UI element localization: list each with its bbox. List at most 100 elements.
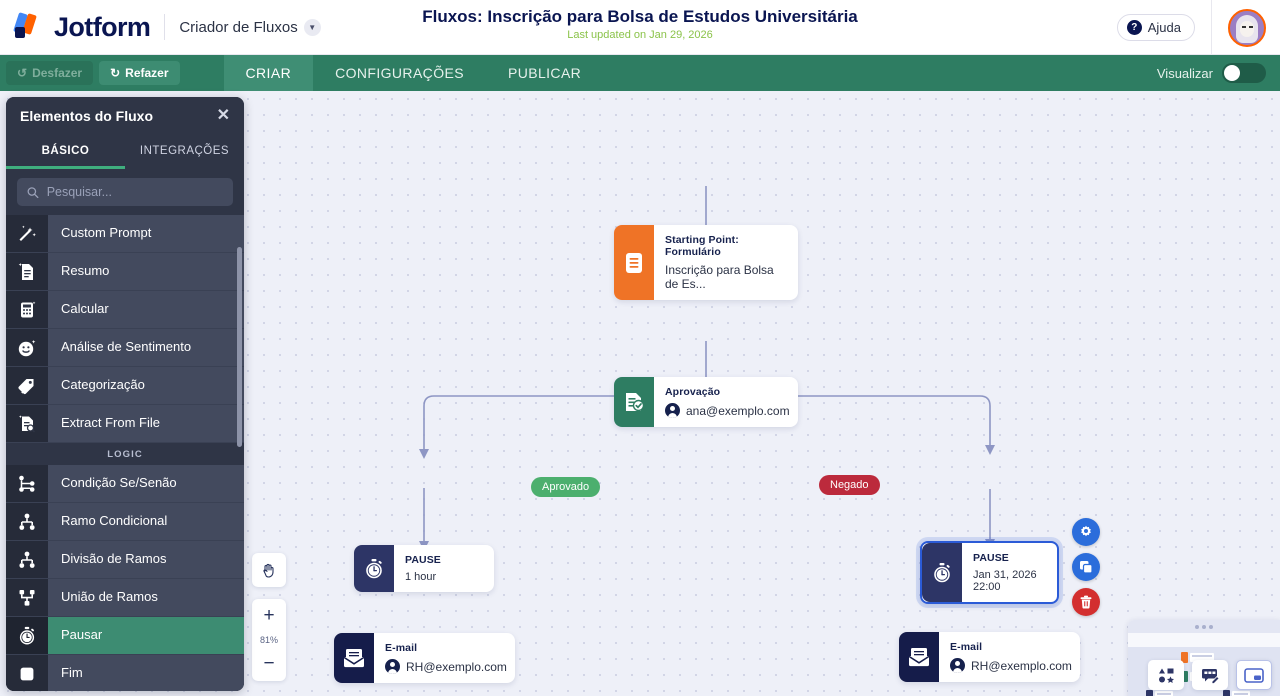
search-input[interactable] [46,185,223,199]
file-search-icon [6,405,48,442]
avatar-container [1211,0,1280,55]
list-item-custom-prompt[interactable]: Custom Prompt [6,215,244,253]
node-title: Starting Point: Formulário [665,234,739,258]
search-icon [27,186,39,198]
list-item-label: Resumo [48,253,244,290]
tab-criar[interactable]: CRIAR [223,55,314,91]
annotate-tool-button[interactable] [1192,660,1228,690]
nav-tabs: CRIAR CONFIGURAÇÕES PUBLICAR [223,55,604,91]
envelope-icon [899,632,939,682]
trash-icon [1080,595,1092,609]
list-item-label: Fim [48,655,244,691]
avatar[interactable] [1228,8,1266,47]
redo-label: Refazer [125,66,169,80]
list-item-label: Extract From File [48,405,244,442]
node-pause-right[interactable]: PAUSE Jan 31, 2026 22:00 [920,541,1059,604]
shapes-tool-button[interactable] [1148,660,1184,690]
form-document-icon [614,225,654,300]
list-item-categorizacao[interactable]: Categorização [6,367,244,405]
smiley-sparkle-icon [6,329,48,366]
node-subtitle: 1 hour [405,571,437,583]
list-item-label: Calcular [48,291,244,328]
list-item-resumo[interactable]: Resumo [6,253,244,291]
minimap-toggle-button[interactable] [1236,660,1272,690]
undo-arrow-icon: ↺ [17,66,28,80]
node-starting-point[interactable]: Starting Point: Formulário Inscrição par… [614,225,798,300]
list-item-condicao-se-senao[interactable]: Condição Se/Senão [6,465,244,503]
list-item-label: Custom Prompt [48,215,244,252]
node-pause-left[interactable]: PAUSE 1 hour [354,545,494,592]
node-body: PAUSE Jan 31, 2026 22:00 [962,543,1057,602]
note-pencil-icon [1201,668,1220,684]
form-document-icon-glyph [626,252,642,273]
undo-button[interactable]: ↺ Desfazer [6,61,94,85]
gear-icon [1081,525,1091,537]
list-item-label: Ramo Condicional [48,503,244,540]
zoom-in-button[interactable]: + [263,605,275,626]
header-divider [164,14,166,40]
list-item-calcular[interactable]: Calcular [6,291,244,329]
node-duplicate-button[interactable] [1072,553,1100,581]
calculator-sparkle-icon [6,291,48,328]
list-item-analise-de-sentimento[interactable]: Análise de Sentimento [6,329,244,367]
zoom-level-label: 81% [259,635,278,645]
tab-integracoes[interactable]: INTEGRAÇÕES [139,145,230,157]
product-breadcrumb[interactable]: Criador de Fluxos ▼ [179,18,321,36]
stopwatch-icon [6,617,48,654]
merge-branch-icon [6,579,48,616]
minimap-node [1223,690,1250,696]
brand-area[interactable]: Jotform [0,12,151,43]
zoom-controls: + 81% − [252,553,286,681]
preview-label: Visualizar [1156,65,1213,81]
panel-scrollbar-track[interactable] [237,215,243,691]
user-icon [665,403,680,418]
redo-button[interactable]: ↻ Refazer [99,61,180,85]
help-button[interactable]: ? Ajuda [1116,14,1195,41]
undo-label: Desfazer [32,66,83,80]
branch-label-negado: Negado [819,475,880,495]
node-email-right[interactable]: E-mail RH@exemplo.com [899,632,1080,682]
node-email-left[interactable]: E-mail RH@exemplo.com [334,633,515,683]
node-subtitle: RH@exemplo.com [971,658,1072,673]
pan-tool-card [252,553,286,587]
list-item-uniao-de-ramos[interactable]: União de Ramos [6,579,244,617]
approval-check-icon-glyph [626,393,645,412]
node-subtitle-row: ana@exemplo.com [665,403,790,418]
panel-header: Elementos do Fluxo ✕ [6,97,244,135]
node-body: E-mail RH@exemplo.com [939,632,1086,682]
close-icon[interactable]: ✕ [216,107,230,124]
hand-icon[interactable] [252,553,286,587]
list-item-label: Condição Se/Senão [48,465,244,502]
preview-group: Visualizar [1157,55,1280,91]
node-approval[interactable]: Aprovação ana@exemplo.com [614,377,798,427]
conditional-branch-icon [6,503,48,540]
flow-elements-panel: Elementos do Fluxo ✕ BÁSICO INTEGRAÇÕES [6,97,244,691]
list-item-divisao-de-ramos[interactable]: Divisão de Ramos [6,541,244,579]
minimap-icon [1244,667,1264,683]
list-item-ramo-condicional[interactable]: Ramo Condicional [6,503,244,541]
top-header: Jotform Criador de Fluxos ▼ Fluxos: Insc… [0,0,1280,55]
tab-basico[interactable]: BÁSICO [6,135,125,169]
minimap-header [1128,620,1280,633]
list-item-fim[interactable]: Fim [6,655,244,691]
list-item-pausar[interactable]: Pausar [6,617,244,655]
preview-toggle[interactable] [1222,63,1266,83]
envelope-icon [334,633,374,683]
node-subtitle: RH@exemplo.com [406,659,507,674]
list-item-extract-from-file[interactable]: Extract From File [6,405,244,443]
header-right-group: ? Ajuda [1116,0,1280,55]
tab-configuracoes[interactable]: CONFIGURAÇÕES [335,65,464,81]
tab-publicar[interactable]: PUBLICAR [507,65,582,81]
list-item-label: União de Ramos [48,579,244,616]
node-settings-button[interactable] [1072,518,1100,546]
copy-icon [1080,561,1093,574]
elements-list[interactable]: Custom Prompt Resumo [6,215,244,691]
node-title: PAUSE [973,552,1009,564]
minimap-node [1146,690,1173,696]
panel-scrollbar-thumb[interactable] [237,247,242,447]
node-delete-button[interactable] [1072,588,1100,616]
chevron-down-icon[interactable]: ▼ [303,18,321,36]
zoom-out-button[interactable]: − [263,653,275,674]
panel-search-area [6,169,244,215]
search-box[interactable] [17,178,233,206]
